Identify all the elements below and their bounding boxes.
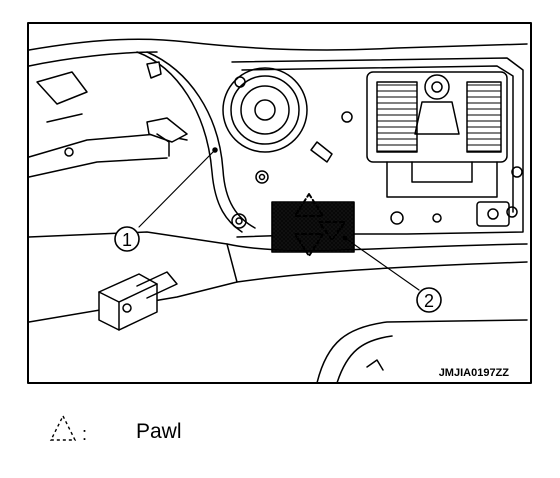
technical-illustration: 1 2 JMJIA0197ZZ [27, 22, 532, 384]
screw-g [390, 211, 404, 225]
legend-separator: : [82, 424, 87, 444]
lower-body-edge-2 [236, 261, 528, 283]
callout-1-label: 1 [122, 230, 132, 250]
callout-2-circle [416, 287, 442, 313]
pawl-marker-bottom [294, 233, 324, 257]
vent-right [466, 81, 502, 153]
screw-c [255, 170, 269, 184]
screw-e [506, 206, 518, 218]
vent-knob-center [431, 81, 443, 93]
vent-center-block [414, 101, 460, 135]
illustration-svg: 1 2 JMJIA0197ZZ [27, 22, 532, 384]
vent-assembly [366, 71, 508, 163]
legend-label-pawl: Pawl [136, 420, 182, 443]
dashed-triangle-icon: : [48, 412, 98, 457]
lower-bracket-right-hole [487, 208, 499, 220]
left-bracket-line [46, 113, 83, 123]
leader-line-2 [344, 237, 420, 291]
screw-c-inner [258, 173, 266, 181]
clip-middle-detail [156, 133, 170, 157]
callout-2-label: 2 [424, 291, 434, 311]
bracket-piece-tab [136, 271, 178, 299]
lower-housing-edge-2 [28, 157, 168, 178]
leader-dot-1 [212, 147, 218, 153]
left-screw [64, 147, 74, 157]
motor-connector [310, 141, 333, 163]
dash-upper-edge-2 [28, 51, 158, 67]
lower-right-curve-2 [336, 335, 393, 384]
bracket-piece-hole [122, 303, 132, 313]
lower-body-edge [226, 243, 528, 252]
lower-bracket-right [476, 201, 510, 227]
callout-1-circle [114, 226, 140, 252]
clip-component [271, 201, 355, 253]
pawl-marker-top [294, 193, 324, 217]
vent-left [376, 81, 418, 153]
leader-dot-2 [342, 235, 348, 241]
motor-housing [222, 67, 308, 153]
figure-frame [27, 22, 532, 384]
clip-middle [146, 117, 188, 143]
left-bracket [36, 71, 88, 105]
screw-d [511, 166, 523, 178]
motor-inner [240, 85, 290, 135]
vent-lower [386, 161, 498, 198]
lower-right-curve [316, 319, 528, 384]
vent-knob [424, 74, 450, 100]
dash-upper-edge [28, 38, 528, 51]
leader-line-1 [138, 149, 216, 228]
bracket-piece [98, 273, 158, 331]
motor-center [254, 99, 276, 121]
screw-h [432, 213, 442, 223]
clip-top [146, 61, 162, 79]
screw-a [234, 76, 246, 88]
trim-bezel-curve [136, 51, 243, 233]
figure-code: JMJIA0197ZZ [439, 367, 510, 379]
legend: : Pawl [48, 412, 348, 460]
screw-b [341, 111, 353, 123]
trim-bezel-curve-inner [146, 51, 256, 229]
motor-ring [230, 75, 300, 145]
pawl-marker-right [318, 221, 346, 241]
screw-f [231, 213, 247, 229]
console-panel-inner [241, 65, 514, 213]
screw-f-inner [235, 217, 243, 225]
vent-lower-inner [411, 161, 473, 183]
lower-right-detail [366, 359, 384, 371]
